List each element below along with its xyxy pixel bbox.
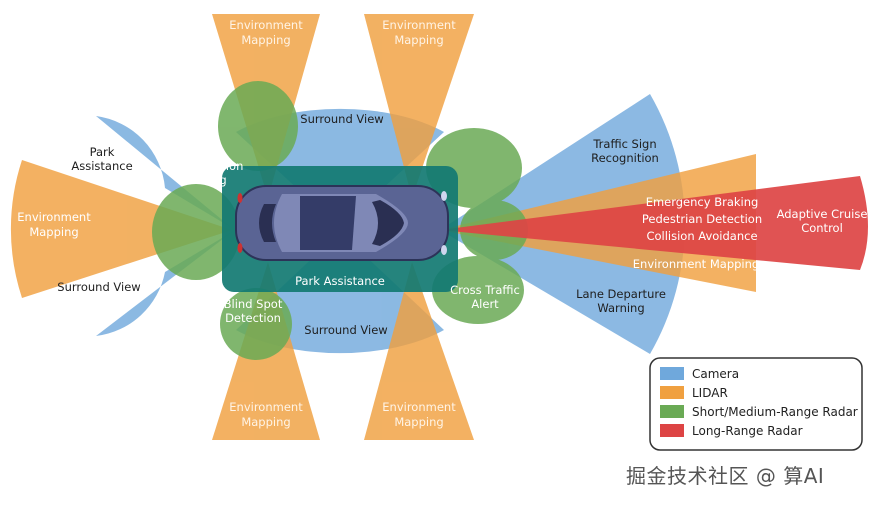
svg-text:Environment: Environment	[382, 400, 456, 414]
svg-text:Environment: Environment	[382, 18, 456, 32]
svg-text:Mapping: Mapping	[241, 33, 290, 47]
svg-text:Recognition: Recognition	[591, 151, 659, 165]
long-radar-zone-front	[440, 176, 868, 270]
svg-text:Pedestrian Detection: Pedestrian Detection	[642, 212, 762, 226]
svg-text:Blind Spot: Blind Spot	[224, 297, 283, 311]
svg-text:Park: Park	[90, 145, 115, 159]
svg-text:Collision Avoidance: Collision Avoidance	[646, 229, 757, 243]
svg-text:Cross Traffic: Cross Traffic	[450, 283, 520, 297]
legend-box	[649, 357, 863, 451]
lidar-zone-left	[10, 160, 233, 298]
svg-text:Traffic Sign: Traffic Sign	[592, 137, 656, 151]
svg-text:Detection: Detection	[225, 311, 281, 325]
label-surround-top: Surround View	[300, 112, 383, 126]
svg-text:Camera: Camera	[692, 367, 739, 381]
watermark: 掘金技术社区 @ 算AI	[626, 464, 825, 488]
svg-text:Emergency Braking: Emergency Braking	[646, 195, 759, 209]
svg-text:Environment: Environment	[17, 210, 91, 224]
label-surround-left: Surround View	[57, 280, 140, 294]
legend: Camera LIDAR Short/Medium-Range Radar Lo…	[649, 357, 863, 451]
svg-text:Short/Medium-Range Radar: Short/Medium-Range Radar	[692, 405, 858, 419]
svg-text:Long-Range Radar: Long-Range Radar	[692, 424, 803, 438]
label-env-front: Environment Mapping	[633, 257, 759, 271]
svg-text:Alert: Alert	[471, 297, 499, 311]
svg-text:Read Collision: Read Collision	[163, 159, 244, 173]
svg-text:Adaptive Cruise: Adaptive Cruise	[777, 207, 868, 221]
svg-text:Control: Control	[801, 221, 843, 235]
label-env-left: Environment Mapping	[17, 210, 91, 239]
label-acc: Adaptive Cruise Control	[777, 207, 868, 235]
label-env-top-left: Environment Mapping	[229, 18, 303, 47]
svg-text:Mapping: Mapping	[394, 33, 443, 47]
label-env-top-right: Environment Mapping	[382, 18, 456, 47]
label-env-bottom-left: Environment Mapping	[229, 400, 303, 429]
svg-text:Environment: Environment	[229, 400, 303, 414]
svg-text:Mapping: Mapping	[394, 415, 443, 429]
svg-text:LIDAR: LIDAR	[692, 386, 728, 400]
car-illustration	[235, 185, 449, 261]
label-emergency: Emergency Braking Pedestrian Detection C…	[642, 195, 762, 243]
label-cross-traffic: Cross Traffic Alert	[450, 283, 520, 311]
svg-text:Warning: Warning	[597, 301, 644, 315]
label-rear-collision: Read Collision Warning	[163, 159, 244, 187]
lidar-zone-top-right	[364, 14, 474, 198]
svg-text:Environment: Environment	[229, 18, 303, 32]
svg-text:Mapping: Mapping	[29, 225, 78, 239]
label-traffic-sign: Traffic Sign Recognition	[591, 137, 659, 165]
label-blind-spot: Blind Spot Detection	[224, 297, 283, 325]
legend-item-lidar: LIDAR	[660, 386, 728, 400]
radar-zone-top-left	[218, 81, 298, 171]
legend-item-camera: Camera	[660, 367, 739, 381]
svg-text:Lane Departure: Lane Departure	[576, 287, 666, 301]
svg-text:Assistance: Assistance	[71, 159, 132, 173]
radar-zone-bottom-left	[220, 288, 292, 360]
label-lane-departure: Lane Departure Warning	[576, 287, 666, 315]
svg-text:Mapping: Mapping	[241, 415, 290, 429]
label-park-assistance-left: Park Assistance	[71, 145, 132, 173]
legend-item-short-radar: Short/Medium-Range Radar	[660, 405, 858, 419]
label-surround-bottom: Surround View	[304, 323, 387, 337]
legend-item-long-radar: Long-Range Radar	[660, 424, 803, 438]
lidar-zone-bottom-right	[364, 262, 474, 440]
label-park-assistance-center: Park Assistance	[295, 274, 385, 288]
label-env-bottom-right: Environment Mapping	[382, 400, 456, 429]
svg-text:Warning: Warning	[179, 173, 226, 187]
radar-zone-left	[152, 184, 240, 280]
